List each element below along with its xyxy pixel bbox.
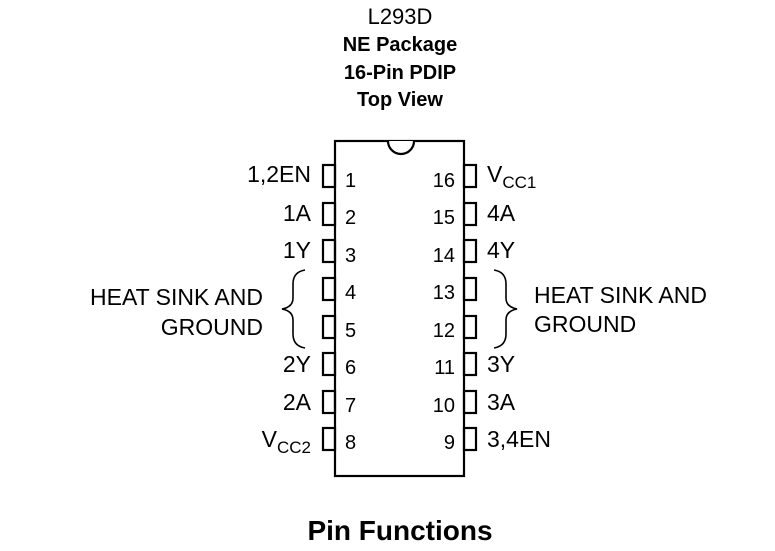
pin-name-2: 1A (283, 200, 312, 226)
pin-lead-15 (462, 201, 478, 227)
pin-lead-3 (321, 238, 337, 264)
pin-lead-8 (321, 426, 337, 452)
pin-name-16-subscript: CC1 (502, 173, 536, 192)
view-label: Top View (357, 89, 443, 111)
right-heat-sink-label-line1: HEAT SINK AND (534, 282, 707, 308)
pin-number-15: 15 (433, 207, 455, 229)
pin-name-16: VCC1 (487, 161, 536, 192)
pin-name-3: 1Y (283, 237, 311, 263)
part-number-title: L293D (367, 4, 433, 29)
pin-lead-13 (462, 276, 478, 302)
pin1-notch (386, 140, 416, 156)
pin-number-9: 9 (444, 432, 455, 454)
pin-lead-16 (462, 163, 478, 189)
pin-lead-5 (321, 314, 337, 340)
ic-body (333, 139, 466, 478)
left-heat-sink-label-line1: HEAT SINK AND (90, 284, 263, 310)
pin-number-2: 2 (345, 207, 356, 229)
pin-number-3: 3 (345, 245, 356, 267)
pin-number-6: 6 (345, 357, 356, 379)
left-pin-column: 1 2 3 4 5 6 7 8 1,2EN 1A 1Y 2Y 2A VCC2 (247, 161, 356, 457)
pin-name-6: 2Y (283, 351, 311, 377)
pin-name-9: 3,4EN (487, 426, 551, 452)
pin-lead-10 (462, 389, 478, 415)
pin-lead-1 (321, 163, 337, 189)
pin-number-1: 1 (345, 170, 356, 192)
pin-name-16-main: V (487, 161, 503, 187)
pin-number-10: 10 (433, 395, 455, 417)
pin-number-14: 14 (433, 245, 455, 267)
right-pin-column: 16 15 14 13 12 11 10 9 VCC1 4A 4Y 3Y 3A … (433, 161, 551, 454)
pin-lead-4 (321, 276, 337, 302)
right-heat-sink-label-line2: GROUND (534, 311, 636, 337)
pin-name-8-subscript: CC2 (277, 438, 311, 457)
pin-number-12: 12 (433, 320, 455, 342)
pin-lead-2 (321, 201, 337, 227)
right-heat-sink-brace (493, 269, 518, 349)
pin-name-15: 4A (487, 200, 516, 226)
pin-lead-7 (321, 389, 337, 415)
pin-name-8: VCC2 (262, 426, 311, 457)
pin-number-7: 7 (345, 395, 356, 417)
left-heat-sink-label-line2: GROUND (161, 314, 263, 340)
pin-number-5: 5 (345, 320, 356, 342)
pin-lead-11 (462, 351, 478, 377)
left-heat-sink-brace (281, 269, 306, 349)
pin-number-8: 8 (345, 432, 356, 454)
package-label: NE Package (342, 34, 458, 56)
pin-lead-6 (321, 351, 337, 377)
pin-number-11: 11 (434, 357, 455, 379)
pin-name-11: 3Y (487, 351, 515, 377)
pin-name-7: 2A (283, 389, 312, 415)
pin-name-1: 1,2EN (247, 161, 311, 187)
pin-lead-9 (462, 426, 478, 452)
pin-name-10: 3A (487, 389, 516, 415)
pin-name-14: 4Y (487, 237, 515, 263)
pin-lead-12 (462, 314, 478, 340)
pin-number-13: 13 (433, 282, 455, 304)
pin-lead-14 (462, 238, 478, 264)
pin-number-4: 4 (345, 282, 356, 304)
pin-number-16: 16 (433, 170, 455, 192)
pin-functions-heading: Pin Functions (307, 515, 493, 546)
pin-count-label: 16-Pin PDIP (343, 62, 457, 84)
pin-name-8-main: V (262, 426, 278, 452)
